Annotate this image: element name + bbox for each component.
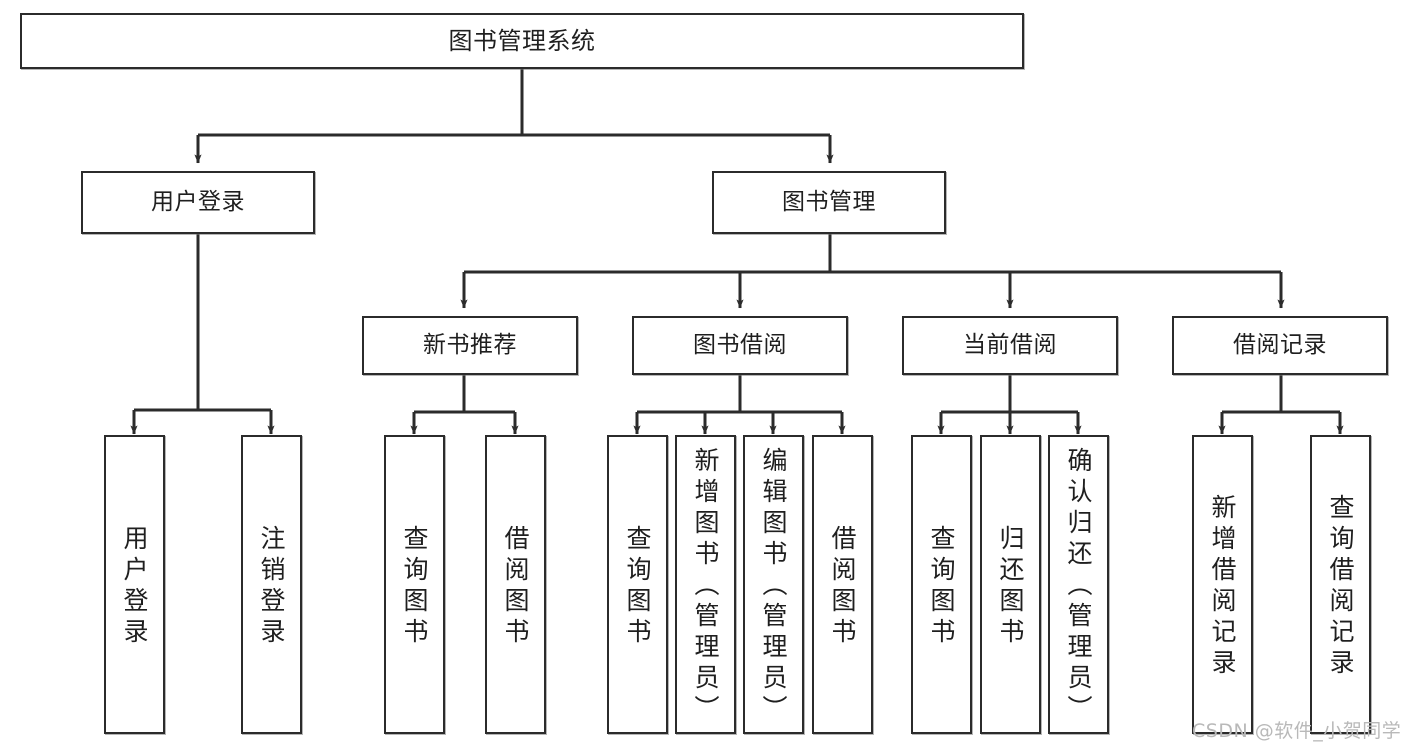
node-leaf-user-login[interactable]: 用户登录: [104, 435, 165, 734]
node-book-manage[interactable]: 图书管理: [712, 171, 946, 234]
node-new-book-recommend[interactable]: 新书推荐: [362, 316, 578, 375]
node-label: 新增图书（管理员）: [691, 447, 720, 726]
node-label: 注销登录: [257, 524, 286, 649]
node-leaf-confirm-return[interactable]: 确认归还（管理员）: [1048, 435, 1109, 734]
node-leaf-add-record[interactable]: 新增借阅记录: [1192, 435, 1253, 734]
node-label: 新增借阅记录: [1208, 493, 1237, 680]
node-user-login[interactable]: 用户登录: [81, 171, 315, 234]
node-leaf-edit-book[interactable]: 编辑图书（管理员）: [743, 435, 804, 734]
node-label: 用户登录: [120, 524, 149, 649]
node-leaf-query-book-3[interactable]: 查询图书: [911, 435, 972, 734]
node-borrow-record[interactable]: 借阅记录: [1172, 316, 1388, 375]
node-book-borrow[interactable]: 图书借阅: [632, 316, 848, 375]
node-leaf-add-book[interactable]: 新增图书（管理员）: [675, 435, 736, 734]
node-leaf-borrow-book-1[interactable]: 借阅图书: [485, 435, 546, 734]
node-leaf-query-record[interactable]: 查询借阅记录: [1310, 435, 1371, 734]
node-label: 借阅图书: [828, 524, 857, 649]
node-label: 借阅记录: [1233, 331, 1327, 358]
node-leaf-borrow-book-2[interactable]: 借阅图书: [812, 435, 873, 734]
node-label: 图书管理: [782, 188, 876, 215]
node-label: 归还图书: [996, 524, 1025, 649]
node-leaf-query-book-2[interactable]: 查询图书: [607, 435, 668, 734]
node-leaf-query-book-1[interactable]: 查询图书: [384, 435, 445, 734]
node-leaf-logout-login[interactable]: 注销登录: [241, 435, 302, 734]
node-leaf-return-book[interactable]: 归还图书: [980, 435, 1041, 734]
node-label: 新书推荐: [423, 331, 517, 358]
node-label: 确认归还（管理员）: [1064, 447, 1093, 726]
node-label: 查询借阅记录: [1326, 493, 1355, 680]
node-label: 查询图书: [927, 524, 956, 649]
node-label: 图书借阅: [693, 331, 787, 358]
node-label: 查询图书: [400, 524, 429, 649]
node-label: 编辑图书（管理员）: [759, 447, 788, 726]
node-label: 借阅图书: [501, 524, 530, 649]
node-label: 图书管理系统: [448, 26, 596, 55]
node-label: 用户登录: [151, 188, 245, 215]
node-label: 当前借阅: [963, 331, 1057, 358]
node-root-system[interactable]: 图书管理系统: [20, 13, 1024, 69]
node-label: 查询图书: [623, 524, 652, 649]
node-current-borrow[interactable]: 当前借阅: [902, 316, 1118, 375]
